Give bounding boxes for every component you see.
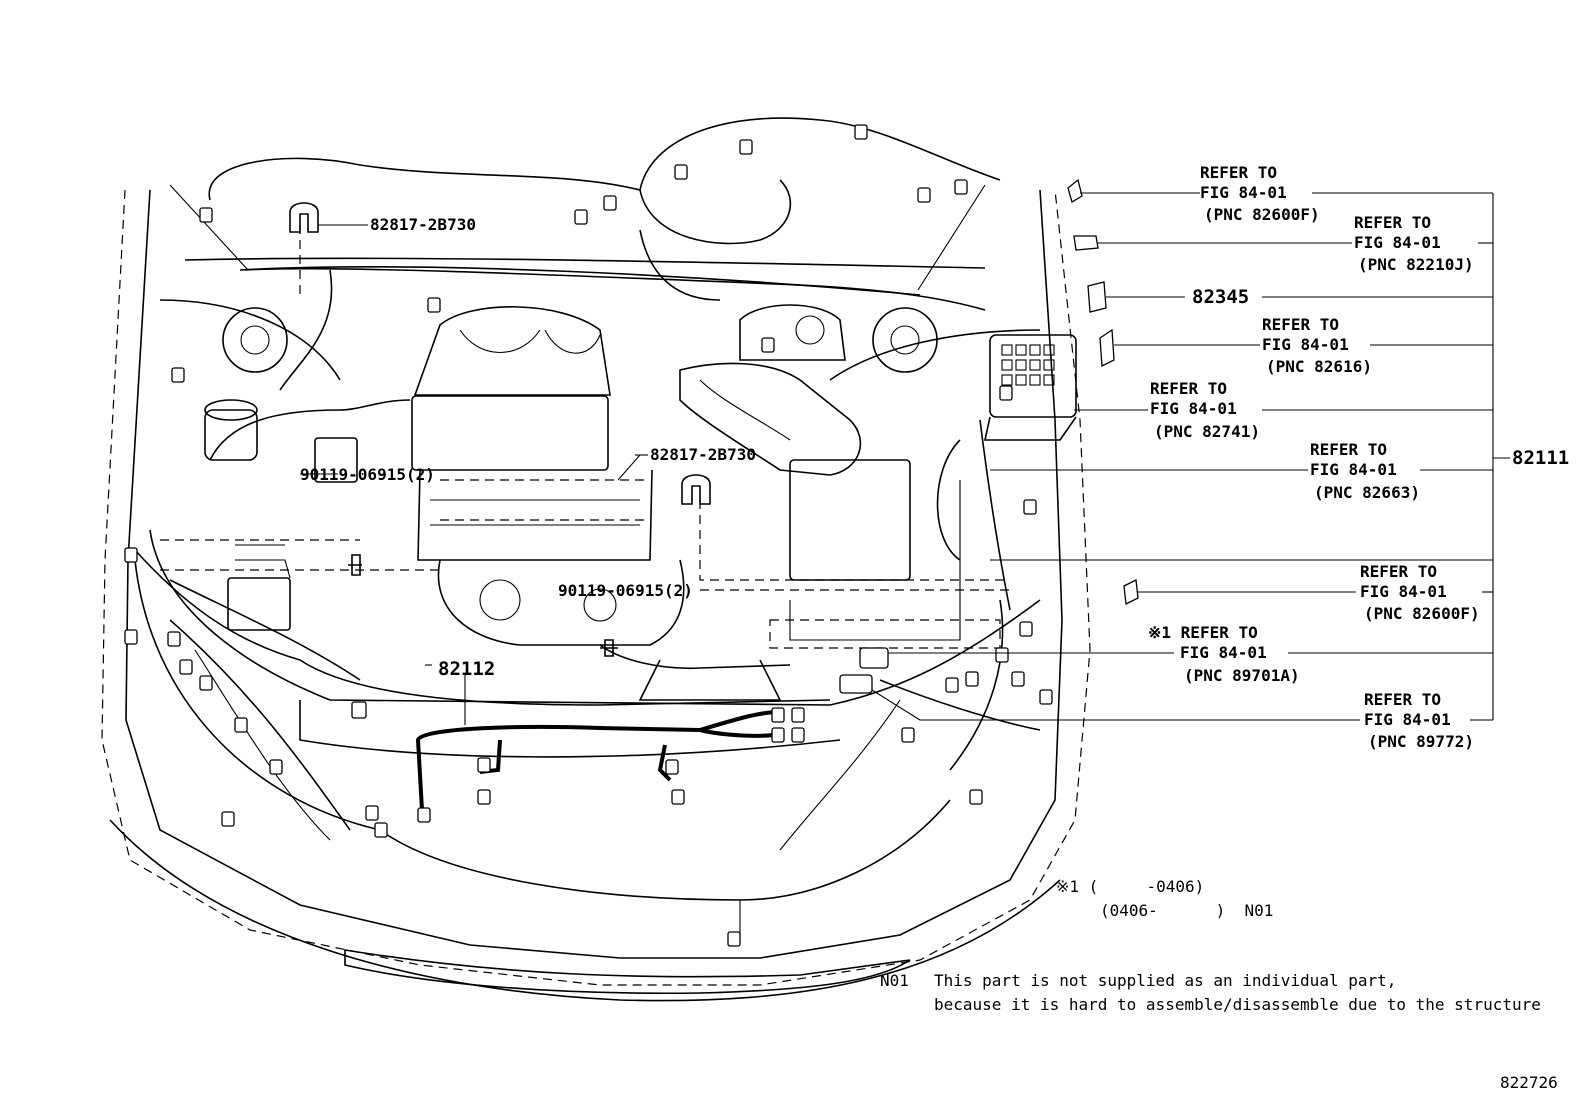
reference-pnc: (PNC 82741): [1154, 422, 1260, 441]
reference-fig: FIG 84-01: [1180, 643, 1267, 662]
reference-pnc: (PNC 82600F): [1204, 205, 1320, 224]
callout-relay-82345: 82345: [1192, 286, 1249, 308]
note-n01-line1: This part is not supplied as an individu…: [934, 971, 1396, 990]
reference-pnc: (PNC 82616): [1266, 357, 1372, 376]
engine-assembly: [204, 304, 1077, 701]
reference-head: REFER TO: [1360, 562, 1437, 581]
clip-icon-center: [681, 474, 711, 505]
reference-82600f-top: REFER TO FIG 84-01 (PNC 82600F): [1200, 163, 1320, 224]
reference-82741: REFER TO FIG 84-01 (PNC 82741): [1150, 379, 1260, 441]
reference-fig: FIG 84-01: [1310, 460, 1397, 479]
reference-82663: REFER TO FIG 84-01 (PNC 82663): [1310, 440, 1420, 502]
reference-82616: REFER TO FIG 84-01 (PNC 82616): [1262, 315, 1372, 376]
reference-pnc: (PNC 82663): [1314, 483, 1420, 502]
relay-icon-82345: [1087, 281, 1107, 313]
reference-blocks: REFER TO FIG 84-01 (PNC 82600F) REFER TO…: [1148, 163, 1480, 751]
reference-82210j: REFER TO FIG 84-01 (PNC 82210J): [1354, 213, 1474, 274]
callout-harness-82111: 82111: [1512, 447, 1569, 469]
reference-fig: FIG 84-01: [1150, 399, 1237, 418]
callout-bolt-upper: 90119-06915(2): [300, 465, 435, 484]
harness-wiring: [134, 117, 1041, 935]
figure-id: 822726: [1500, 1073, 1558, 1092]
reference-head: ※1 REFER TO: [1148, 623, 1258, 642]
callout-clip-center: 82817-2B730: [650, 445, 756, 464]
reference-pnc: (PNC 82210J): [1358, 255, 1474, 274]
vehicle-body-outline: [101, 184, 1091, 1002]
part-labels: 82817-2B730 82817-2B730 90119-06915(2) 9…: [300, 215, 1569, 680]
reference-head: REFER TO: [1364, 690, 1441, 709]
connector-icon-82600f-top: [1067, 178, 1083, 203]
callout-clip-top-left: 82817-2B730: [370, 215, 476, 234]
reference-89701a: ※1 REFER TO FIG 84-01 (PNC 89701A): [1148, 623, 1300, 685]
callout-bolt-lower: 90119-06915(2): [558, 581, 693, 600]
relay-box: [984, 334, 1077, 441]
reference-82600f-lower: REFER TO FIG 84-01 (PNC 82600F): [1360, 562, 1480, 623]
reference-head: REFER TO: [1310, 440, 1387, 459]
connector-icons: [124, 124, 1139, 947]
note-n01-code: N01: [880, 971, 909, 990]
leader-lines: [300, 192, 1510, 725]
bolt-icon-upper: [348, 554, 362, 576]
reference-pnc: (PNC 89701A): [1184, 666, 1300, 685]
footnote-1-line2: (0406- ) N01: [1100, 901, 1273, 920]
connector-icon-82600f-lower: [1123, 579, 1139, 605]
note-n01-line2: because it is hard to assemble/disassemb…: [934, 995, 1541, 1014]
connector-icon-82210j: [1073, 235, 1099, 251]
connector-icon-82616: [1099, 328, 1115, 368]
harness-82112-bold: [415, 710, 781, 811]
reference-fig: FIG 84-01: [1200, 183, 1287, 202]
footnotes: ※1 ( -0406) (0406- ) N01 N01 This part i…: [880, 877, 1541, 1014]
reference-pnc: (PNC 82600F): [1364, 604, 1480, 623]
reference-head: REFER TO: [1200, 163, 1277, 182]
reference-89772: REFER TO FIG 84-01 (PNC 89772): [1364, 690, 1474, 751]
reference-head: REFER TO: [1262, 315, 1339, 334]
footnote-1-line1: ※1 ( -0406): [1056, 877, 1204, 896]
bolt-icon-lower: [600, 639, 618, 657]
reference-head: REFER TO: [1354, 213, 1431, 232]
reference-head: REFER TO: [1150, 379, 1227, 398]
reference-fig: FIG 84-01: [1364, 710, 1451, 729]
reference-pnc: (PNC 89772): [1368, 732, 1474, 751]
reference-fig: FIG 84-01: [1262, 335, 1349, 354]
clip-icon: [289, 202, 319, 233]
callout-harness-82112: 82112: [438, 658, 495, 680]
reference-fig: FIG 84-01: [1360, 582, 1447, 601]
reference-fig: FIG 84-01: [1354, 233, 1441, 252]
